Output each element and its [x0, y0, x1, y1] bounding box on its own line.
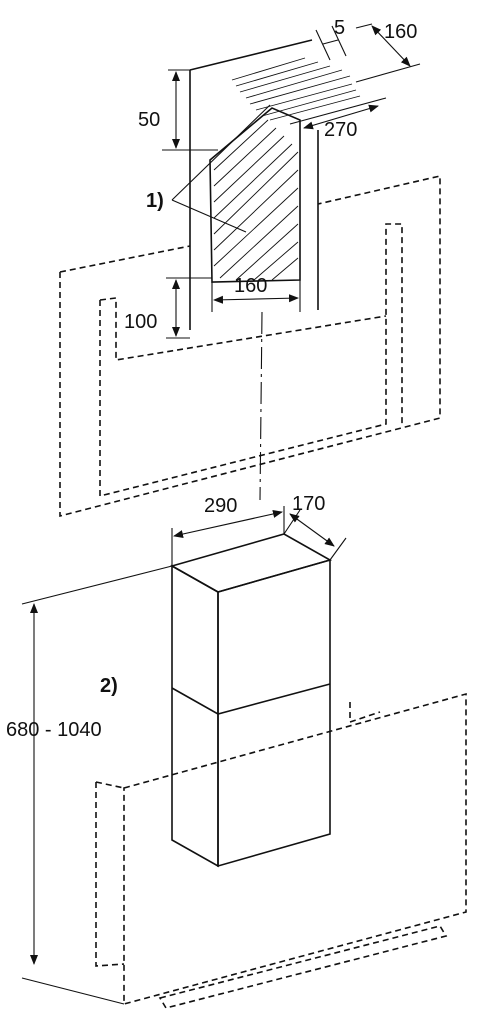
- dimension-170: 170: [283, 493, 347, 561]
- dimension-270: 270: [289, 97, 387, 141]
- hood-outline-upper: [59, 174, 441, 518]
- bracket-hatch: [213, 119, 299, 281]
- dimension-height: 680 - 1040: [6, 565, 173, 1005]
- chimney-side: [217, 558, 331, 868]
- callout-1-label: 1): [146, 190, 164, 212]
- center-axis: [259, 311, 263, 501]
- ceiling-plate-hatch: [231, 57, 361, 121]
- chimney-joint: [171, 683, 331, 715]
- hood-outline-lower: [95, 692, 467, 1009]
- upper-bracket-assembly: 1) 50 5 160 270: [59, 17, 441, 518]
- dimension-290: 290: [171, 495, 285, 566]
- dimension-100: 100: [124, 277, 212, 339]
- dimension-160-bracket: 160: [211, 275, 301, 312]
- svg-text:50: 50: [138, 109, 160, 131]
- svg-text:680 - 1040: 680 - 1040: [6, 719, 102, 741]
- svg-text:290: 290: [204, 495, 237, 517]
- svg-text:100: 100: [124, 311, 157, 333]
- wall-plate: [189, 39, 313, 330]
- svg-text:160: 160: [384, 21, 417, 43]
- callout-2-label: 2): [100, 675, 118, 697]
- svg-text:270: 270: [324, 119, 357, 141]
- dimension-160-top: 160: [355, 21, 421, 83]
- svg-text:160: 160: [234, 275, 267, 297]
- svg-text:5: 5: [334, 17, 345, 39]
- chimney-front: [171, 564, 219, 868]
- bracket-body: [209, 107, 301, 283]
- callout-1-leader: [171, 104, 271, 233]
- chimney-top: [169, 533, 333, 593]
- svg-text:170: 170: [292, 493, 325, 515]
- lower-chimney-assembly: 290 170 680 - 1040 2): [6, 493, 467, 1009]
- dimension-50: 50: [138, 69, 218, 151]
- dimension-5: 5: [315, 17, 347, 61]
